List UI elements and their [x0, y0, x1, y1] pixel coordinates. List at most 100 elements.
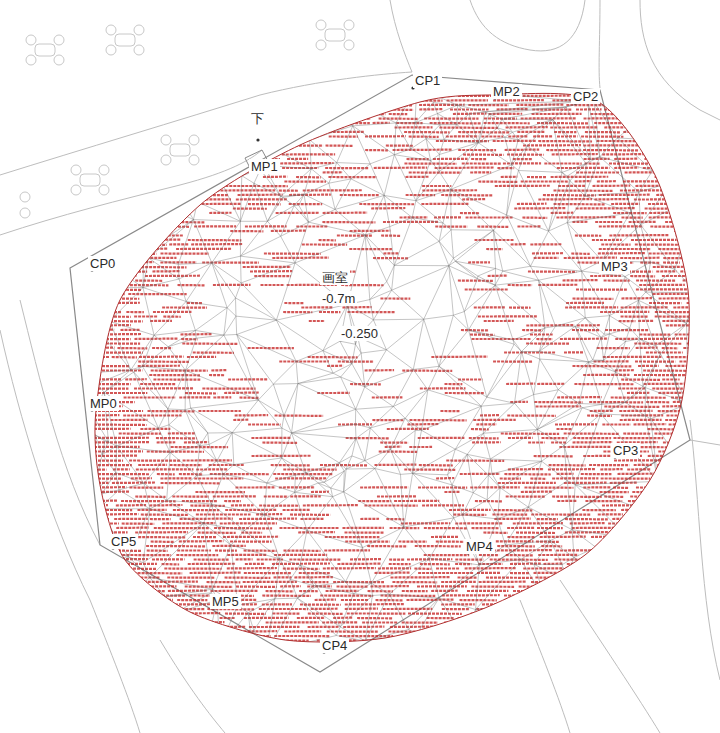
coordinate-hatch [359, 203, 414, 205]
coordinate-hatch [551, 212, 574, 214]
coordinate-hatch [407, 599, 454, 602]
coordinate-hatch [215, 549, 237, 551]
coordinate-hatch [507, 536, 534, 538]
coordinate-hatch [395, 639, 410, 641]
coordinate-hatch [90, 117, 138, 120]
coordinate-hatch [657, 464, 686, 466]
coordinate-hatch [531, 513, 590, 515]
coordinate-hatch [90, 275, 137, 278]
coordinate-hatch [504, 473, 550, 476]
coordinate-hatch [319, 239, 336, 242]
coordinate-hatch [576, 630, 608, 632]
coordinate-hatch [692, 113, 720, 115]
coordinate-hatch [90, 135, 142, 137]
coordinate-hatch [617, 536, 677, 538]
coordinate-hatch [652, 387, 683, 389]
coordinate-hatch [90, 603, 108, 605]
coordinate-hatch [235, 486, 275, 488]
point-label: CP2 [571, 89, 600, 104]
coordinate-hatch [675, 459, 714, 461]
coordinate-hatch [630, 527, 657, 530]
coordinate-hatch [603, 356, 662, 358]
coordinate-hatch [90, 189, 129, 191]
coordinate-hatch [656, 571, 706, 574]
point-label: CP3 [611, 443, 640, 458]
coordinate-hatch [391, 576, 451, 579]
coordinate-hatch [611, 203, 640, 205]
coordinate-hatch [193, 351, 234, 354]
coordinate-hatch [508, 135, 527, 137]
coordinate-hatch [687, 482, 720, 484]
coordinate-hatch [516, 635, 566, 637]
coordinate-hatch [183, 459, 232, 461]
coordinate-hatch [266, 590, 294, 593]
coordinate-hatch [345, 531, 384, 533]
coordinate-hatch [176, 626, 195, 629]
coordinate-hatch [176, 554, 218, 556]
coordinate-hatch [255, 131, 304, 133]
coordinate-hatch [422, 185, 451, 187]
coordinate-hatch [166, 180, 213, 183]
point-label: MP4 [464, 539, 495, 554]
coordinate-hatch [604, 279, 630, 281]
coordinate-hatch [360, 518, 379, 520]
coordinate-hatch [147, 153, 194, 155]
coordinate-hatch [119, 432, 161, 434]
coordinate-hatch [123, 194, 169, 196]
coordinate-hatch [625, 171, 673, 173]
coordinate-hatch [338, 360, 374, 362]
coordinate-hatch [201, 185, 260, 187]
coordinate-hatch [458, 576, 478, 578]
point-label: MP5 [210, 594, 241, 609]
coordinate-hatch [439, 126, 497, 129]
coordinate-hatch [435, 225, 467, 227]
coordinate-hatch [419, 464, 453, 467]
coordinate-hatch [196, 468, 227, 470]
coordinate-hatch [649, 212, 702, 214]
coordinate-hatch [231, 153, 273, 155]
coordinate-hatch [90, 513, 138, 516]
coordinate-hatch [90, 347, 115, 350]
coordinate-hatch [272, 612, 300, 614]
coordinate-hatch [287, 158, 308, 160]
coordinate-hatch [472, 338, 531, 340]
coordinate-hatch [196, 639, 220, 641]
coordinate-hatch [609, 162, 663, 164]
coordinate-hatch [233, 419, 249, 422]
coordinate-hatch [186, 135, 218, 137]
coordinate-hatch [90, 590, 132, 592]
coordinate-hatch [153, 378, 200, 380]
coordinate-hatch [662, 347, 678, 350]
coordinate-hatch [649, 252, 695, 254]
coordinate-hatch [595, 221, 622, 223]
coordinate-hatch [193, 536, 217, 538]
coordinate-hatch [393, 149, 453, 152]
coordinate-hatch [345, 540, 390, 542]
coordinate-hatch [198, 626, 246, 628]
coordinate-hatch [605, 594, 644, 596]
coordinate-hatch [604, 108, 654, 111]
coordinate-hatch [521, 490, 553, 493]
coordinate-hatch [150, 176, 180, 178]
coordinate-hatch [631, 558, 673, 560]
coordinate-hatch [323, 212, 367, 215]
coordinate-hatch [156, 437, 197, 440]
coordinate-hatch [584, 599, 644, 601]
point-label: -0.250 [339, 326, 380, 341]
coordinate-hatch [122, 180, 160, 182]
coordinate-hatch [151, 131, 180, 134]
point-mark [256, 138, 259, 141]
coordinate-hatch [418, 572, 474, 574]
coordinate-hatch [646, 149, 692, 151]
coordinate-hatch [597, 180, 617, 183]
coordinate-hatch [685, 239, 720, 241]
coordinate-hatch [137, 635, 155, 637]
coordinate-hatch [581, 608, 627, 610]
coordinate-hatch [90, 585, 124, 587]
coordinate-hatch [473, 419, 515, 421]
coordinate-hatch [114, 243, 167, 246]
coordinate-hatch [671, 189, 720, 191]
coordinate-hatch [537, 518, 558, 520]
coordinate-hatch [508, 437, 533, 439]
